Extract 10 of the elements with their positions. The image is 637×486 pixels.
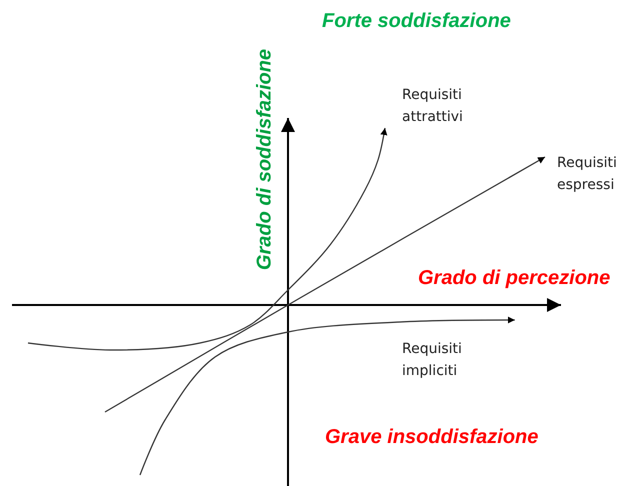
curve-label: Requisiti attrattivi — [402, 86, 464, 127]
curve-label: Requisiti espressi — [557, 154, 618, 195]
curve-arrow — [139, 316, 515, 476]
region-label: Grado di percezione — [418, 267, 610, 290]
curve-label: Requisiti impliciti — [402, 340, 463, 381]
region-label: Grave insoddisfazione — [325, 426, 538, 449]
curve-arrow — [28, 128, 388, 351]
axis-title: Grado di soddisfazione — [254, 48, 276, 272]
curve-arrow — [104, 156, 546, 413]
region-label: Forte soddisfazione — [322, 10, 511, 33]
